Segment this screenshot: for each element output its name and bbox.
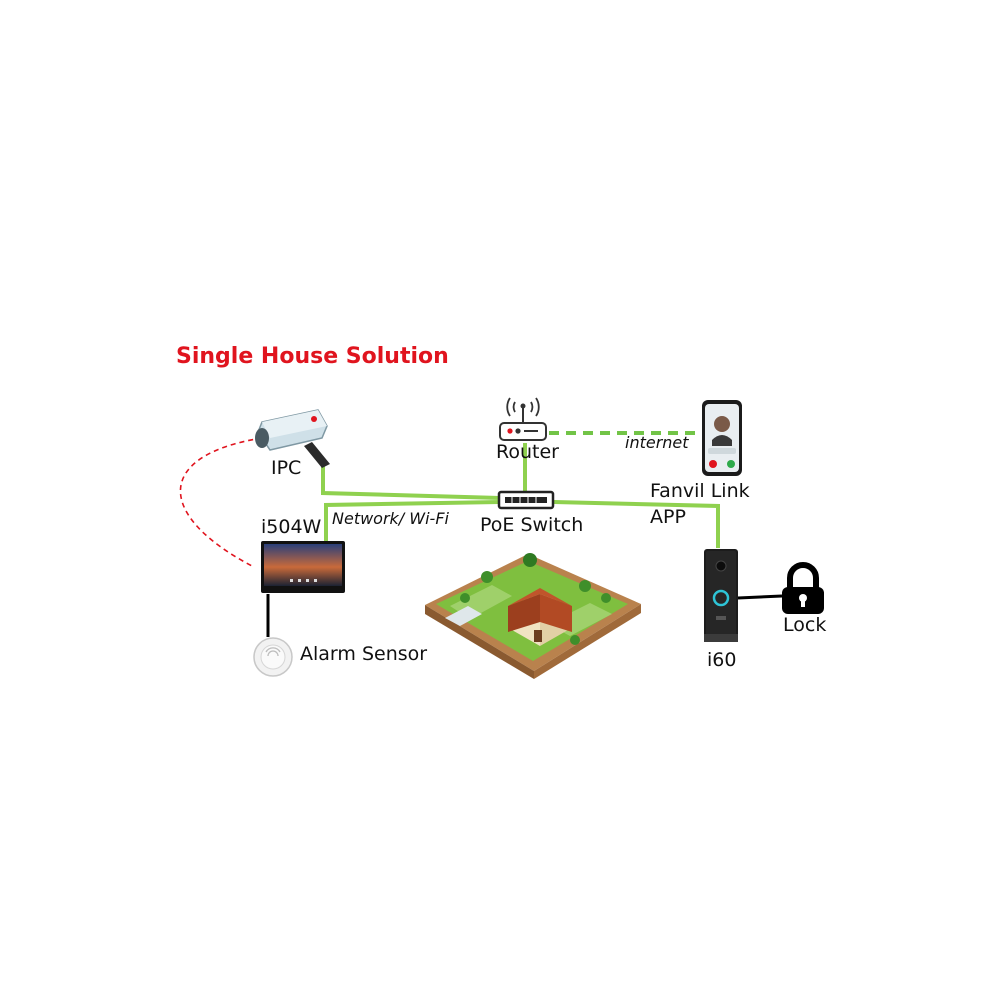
internet-label: internet	[625, 433, 689, 452]
lock-icon	[782, 562, 824, 614]
wireless-link	[179, 437, 263, 567]
app-label: APP	[650, 506, 686, 528]
doorbell-icon	[704, 549, 738, 642]
router-label: Router	[496, 441, 559, 463]
house-illustration	[425, 553, 641, 679]
ipc-label: IPC	[271, 457, 302, 479]
i504w-label: i504W	[261, 516, 322, 538]
monitor-switch-line	[324, 500, 501, 542]
smartphone-icon	[702, 400, 742, 476]
poe-switch-label: PoE Switch	[480, 514, 584, 536]
alarm-sensor-icon	[253, 637, 293, 677]
connections	[179, 431, 783, 637]
page-title: Single House Solution	[176, 344, 449, 369]
ipc-switch-line	[321, 460, 501, 500]
network-label: Network/ Wi-Fi	[332, 509, 449, 528]
lock-label: Lock	[783, 614, 827, 636]
fanvil-link-label: Fanvil Link	[650, 480, 750, 502]
lock-link	[737, 594, 783, 600]
alarm-sensor-label: Alarm Sensor	[300, 643, 428, 665]
switch-i60-line	[553, 500, 720, 548]
poe-switch-icon	[497, 490, 555, 510]
router-icon	[499, 397, 547, 441]
camera-icon	[255, 409, 330, 468]
monitor-icon	[261, 541, 345, 593]
i60-label: i60	[707, 649, 737, 671]
